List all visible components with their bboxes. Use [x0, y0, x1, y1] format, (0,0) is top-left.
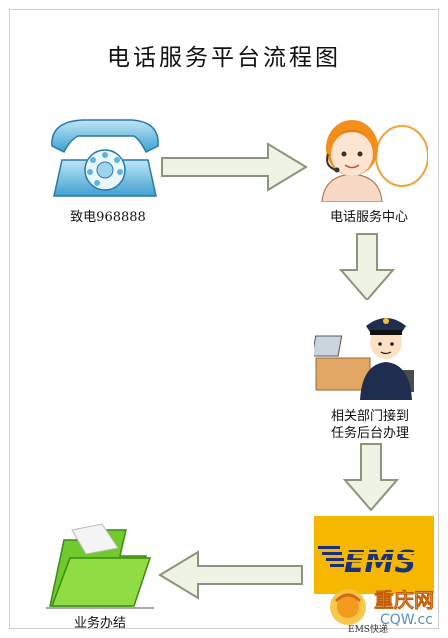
department-officer-icon — [314, 300, 422, 400]
watermark-text-cn: 重庆网 — [374, 588, 435, 613]
arrow-right-icon — [161, 142, 308, 192]
arrow-down-icon — [342, 443, 400, 512]
department-label-line1: 相关部门接到 — [330, 409, 409, 424]
ems-logo-text: EMS — [344, 545, 416, 580]
folder-icon — [46, 518, 154, 610]
diagram-title: 电话服务平台流程图 — [107, 45, 341, 71]
department-label-line2: 任务后台办理 — [330, 426, 409, 441]
service-agent-icon — [310, 110, 428, 202]
telephone-icon — [51, 119, 159, 197]
ems-logo-icon: EMS — [314, 516, 434, 594]
ems-label: EMS快递 — [348, 625, 388, 635]
watermark-text-en: CQW.cc — [380, 612, 433, 628]
phone-label: 致电968888 — [70, 210, 146, 225]
service-center-label: 电话服务中心 — [329, 210, 408, 225]
arrow-left-icon — [158, 550, 303, 600]
arrow-down-icon — [338, 233, 396, 302]
watermark-logo-icon — [330, 589, 366, 625]
done-label: 业务办结 — [73, 616, 126, 631]
diagram-frame — [9, 9, 439, 629]
